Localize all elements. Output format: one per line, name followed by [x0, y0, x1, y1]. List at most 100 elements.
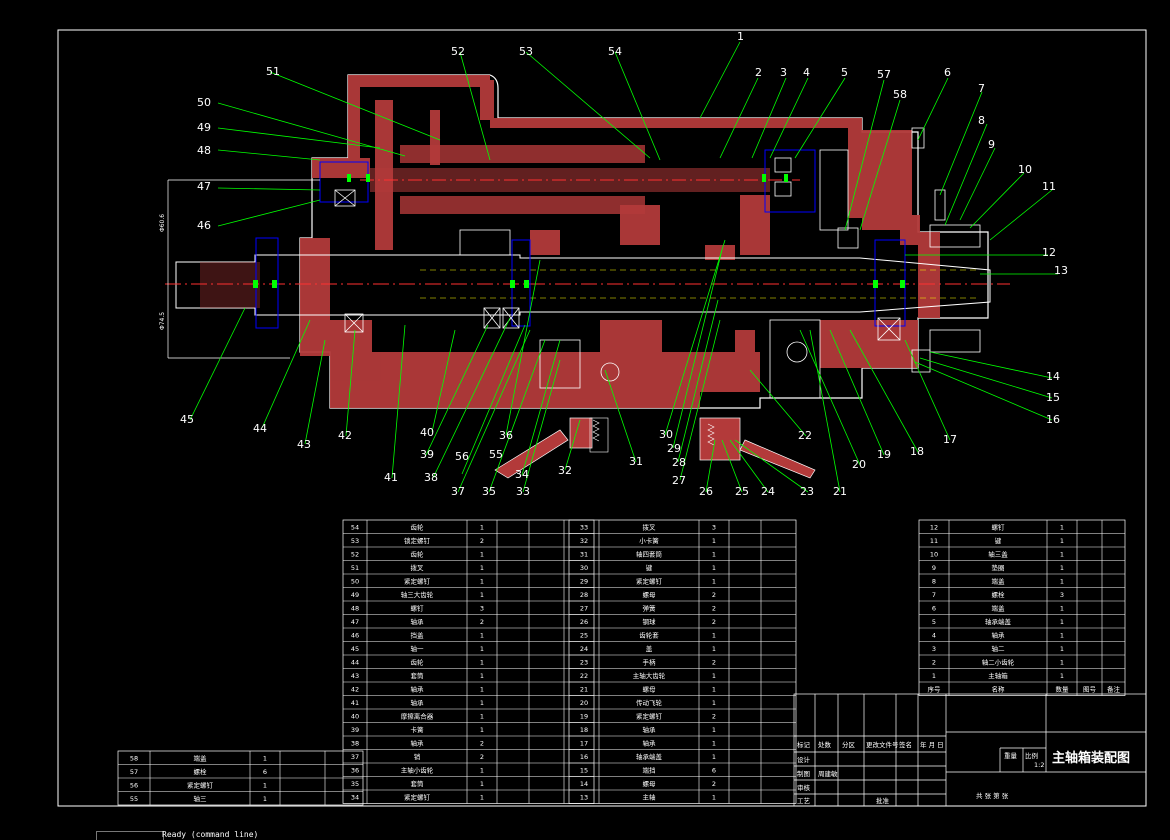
- bom-cell: 9: [932, 564, 936, 572]
- bom-cell: 6: [263, 768, 267, 776]
- bom-cell: 12: [930, 524, 938, 532]
- bom-cell: 54: [351, 524, 359, 532]
- bom-cell: 键: [646, 563, 653, 572]
- layout-tabs[interactable]: [96, 831, 164, 840]
- bom-cell: 套筒: [411, 779, 425, 788]
- callout: 43: [297, 438, 311, 451]
- callout: 38: [424, 471, 438, 484]
- bom-cell: 轴承: [411, 739, 425, 748]
- bom-cell: 6: [932, 605, 936, 613]
- bom-cell: 图号: [1083, 686, 1097, 694]
- callout: 33: [516, 485, 530, 498]
- bom-cell: 1: [712, 564, 716, 572]
- bom-cell: 1: [712, 753, 716, 761]
- callout: 40: [420, 426, 434, 439]
- bom-cell: 51: [351, 564, 359, 572]
- bom-cell: 5: [932, 618, 936, 626]
- bom-cell: 30: [580, 564, 588, 572]
- bom-cell: 19: [580, 713, 588, 721]
- callout: 52: [451, 45, 465, 58]
- bom-cell: 1: [480, 699, 484, 707]
- callout: 29: [667, 442, 681, 455]
- bom-cell: 弹簧: [643, 604, 657, 613]
- bom-cell: 轴二: [992, 644, 1006, 653]
- callout: 17: [943, 433, 957, 446]
- callout: 51: [266, 65, 280, 78]
- callout: 39: [420, 448, 434, 461]
- tb-sign: 签名: [899, 740, 912, 749]
- callout: 49: [197, 121, 211, 134]
- bom-cell: 47: [351, 618, 359, 626]
- tb-mark: 标记: [797, 740, 811, 749]
- bom-cell: 轴三: [194, 794, 208, 803]
- bom-cell: 44: [351, 659, 359, 667]
- bom-cell: 轴承: [643, 739, 657, 748]
- bom-cell: 36: [351, 767, 359, 775]
- callout: 50: [197, 96, 211, 109]
- bom-cell: 29: [580, 578, 588, 586]
- bom-cell: 37: [351, 753, 359, 761]
- callout: 13: [1054, 264, 1068, 277]
- bom-cell: 2: [480, 537, 484, 545]
- bom-cell: 1: [712, 578, 716, 586]
- callout: 44: [253, 422, 267, 435]
- bom-cell: 备注: [1107, 685, 1121, 694]
- bom-cell: 2: [712, 659, 716, 667]
- bom-cell: 15: [580, 767, 588, 775]
- bom-cell: 3: [932, 645, 936, 653]
- bom-frame: [342, 519, 595, 804]
- callout: 55: [489, 448, 503, 461]
- command-line-bar[interactable]: Ready (command line): [0, 829, 1170, 840]
- bom-cell: 1: [712, 699, 716, 707]
- callout: 34: [515, 468, 529, 481]
- dimension-upper: Φ60.6: [159, 214, 166, 232]
- bom-cell: 48: [351, 605, 359, 613]
- callout: 56: [455, 450, 469, 463]
- callout: 30: [659, 428, 673, 441]
- bom-cell: 端盖: [992, 604, 1006, 613]
- bom-cell: 1: [1060, 659, 1064, 667]
- callout: 28: [672, 456, 686, 469]
- bom-cell: 轴三盖: [988, 550, 1008, 559]
- callout: 16: [1046, 413, 1060, 426]
- bom-cell: 2: [712, 713, 716, 721]
- bom-cell: 盖: [646, 644, 653, 653]
- title-block-text: 标记 处数 分区 更改文件号 签名 年 月 日 设计 制图 周建敏 审核 工艺 …: [797, 740, 1130, 805]
- bom-cell: 31: [580, 551, 588, 559]
- callout: 15: [1046, 391, 1060, 404]
- part-callouts: 1 2 3 4 5 6 7 8 9 10 11 12 13 14 15 16 1…: [180, 30, 1068, 498]
- callout: 48: [197, 144, 211, 157]
- bom-cell: 螺栓: [992, 590, 1006, 599]
- bom-cell: 23: [580, 659, 588, 667]
- bom-cell: 传动飞轮: [636, 698, 663, 707]
- bom-cell: 1: [712, 672, 716, 680]
- bom-cell: 20: [580, 699, 588, 707]
- bom-cell: 1: [712, 686, 716, 694]
- bom-cell: 17: [580, 740, 588, 748]
- bom-cell: 1: [1060, 564, 1064, 572]
- tb-drawer: 周建敏: [818, 769, 838, 778]
- callout: 6: [944, 66, 951, 79]
- drawing-title: 主轴箱装配图: [1052, 750, 1130, 766]
- leader-lines: [189, 41, 1058, 493]
- bom-cell: 垫圈: [992, 563, 1005, 572]
- bom-cell: 42: [351, 686, 359, 694]
- bom-cell: 50: [351, 578, 359, 586]
- bom-cell: 55: [130, 795, 138, 803]
- bom-cell: 键: [995, 536, 1002, 545]
- bom-cell: 1: [712, 537, 716, 545]
- bom-cell: 1: [712, 794, 716, 802]
- callout: 22: [798, 429, 812, 442]
- bom-cell: 轴三大齿轮: [401, 590, 434, 599]
- bom-cell: 轴一: [411, 644, 425, 653]
- bom-frame: [918, 519, 1126, 696]
- bom-cell: 1: [480, 686, 484, 694]
- bom-cell: 端盖: [992, 577, 1006, 586]
- bom-cell: 1: [1060, 618, 1064, 626]
- bom-cell: 1: [1060, 645, 1064, 653]
- tb-weight: 重量: [1004, 752, 1018, 760]
- callout: 24: [761, 485, 775, 498]
- bom-cell: 2: [712, 605, 716, 613]
- callout: 31: [629, 455, 643, 468]
